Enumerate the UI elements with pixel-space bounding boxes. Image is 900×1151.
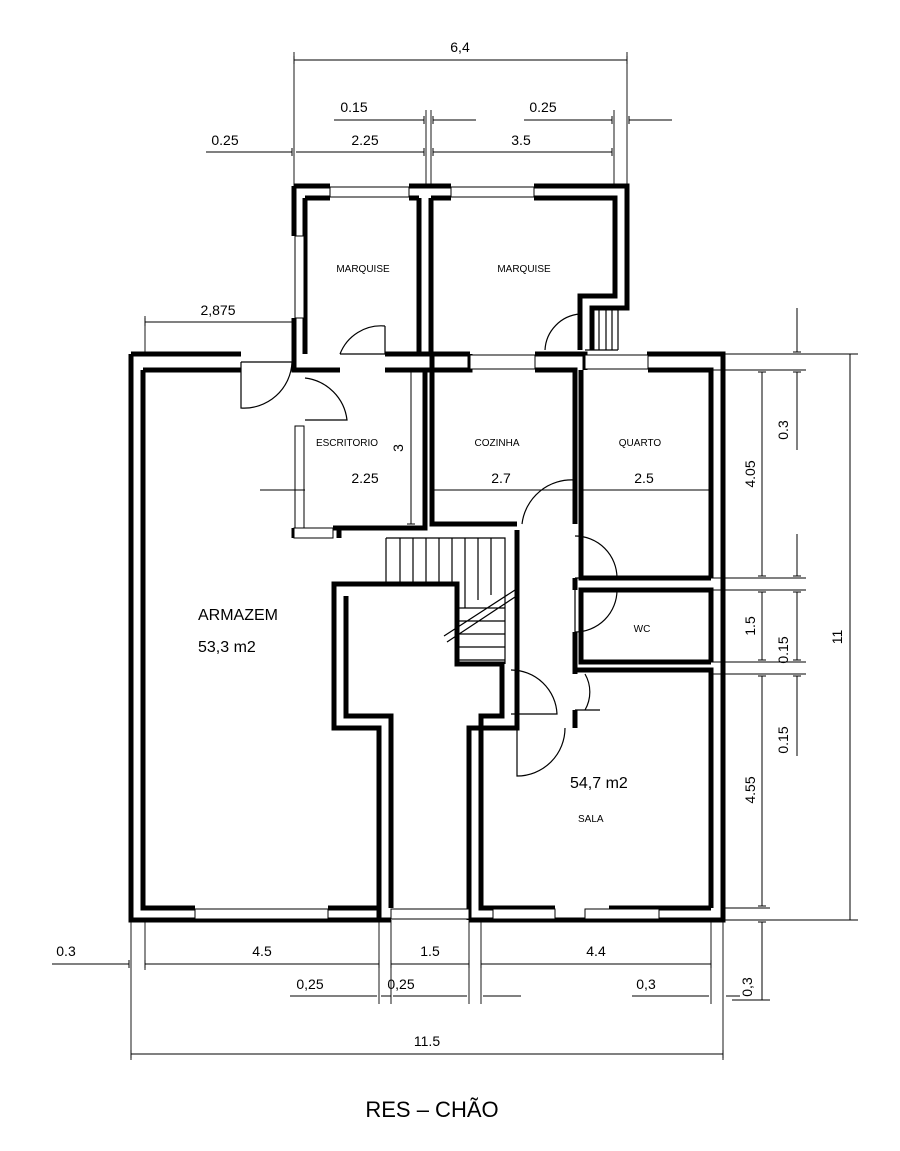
sala-top-wall [572, 667, 585, 728]
door-corridor [510, 669, 558, 715]
stairs-main [385, 537, 516, 664]
window-marquise-right [450, 186, 535, 198]
dim-text-4-55: 4.55 [742, 776, 758, 803]
dim-0-25-top-right [524, 116, 672, 124]
window-marquise-side [294, 235, 305, 319]
sala-right-wall [585, 667, 714, 911]
dim-text-bottom-0-3-right: 0,3 [636, 976, 656, 992]
dim-text-right-0-15-a: 0.15 [775, 636, 791, 663]
dim-text-escritorio-height: 3 [390, 444, 406, 452]
window-quarto [584, 354, 649, 370]
window-escritorio-side [294, 425, 305, 529]
dim-text-bottom-0-25-a: 0,25 [296, 976, 323, 992]
escritorio-bottom [291, 370, 517, 538]
room-armazem: ARMAZEM [198, 607, 278, 624]
dim-text-2-875: 2,875 [200, 302, 235, 318]
dim-text-0-15-top: 0.15 [340, 99, 367, 115]
outer-wall-bottom-right [469, 351, 726, 923]
dim-escritorio [260, 371, 415, 525]
dim-text-bottom-0-25-b: 0,25 [387, 976, 414, 992]
room-cozinha: COZINHA [475, 438, 520, 449]
dim-text-bottom-0-3-side: 0,3 [739, 977, 755, 997]
door-marquise [339, 325, 386, 355]
door-armazem [240, 361, 293, 409]
dim-text-right-0-3: 0.3 [775, 420, 791, 440]
room-marquise-right: MARQUISE [497, 264, 551, 275]
door-marquise-right [544, 313, 581, 351]
dim-text-3-5: 3.5 [511, 132, 531, 148]
stairs [385, 307, 619, 664]
dim-text-11: 11 [829, 630, 845, 645]
room-armazem-area: 53,3 m2 [198, 639, 256, 656]
dim-text-bottom-0-3-left: 0.3 [56, 943, 76, 959]
window-marquise-left [329, 186, 410, 198]
ext-lines-right [711, 353, 858, 1001]
dim-text-bottom-1-5: 1.5 [420, 943, 440, 959]
plan-title: RES – CHÃO [365, 1097, 498, 1122]
stairs-exterior [585, 307, 619, 351]
dim-text-2-25-top: 2.25 [351, 132, 378, 148]
dim-text-cozinha-width: 2.7 [491, 470, 511, 486]
wc-walls [572, 587, 714, 674]
doors [240, 313, 618, 777]
room-labels: MARQUISE MARQUISE ESCRITORIO COZINHA QUA… [198, 264, 661, 825]
window-cozinha [469, 354, 536, 370]
walls [128, 183, 726, 923]
dim-text-right-0-15-b: 0.15 [775, 726, 791, 753]
dim-text-11-5: 11.5 [414, 1033, 440, 1049]
window-sala-2 [584, 908, 660, 920]
door-escritorio [304, 377, 348, 421]
dimension-lines [52, 52, 858, 1060]
door-cozinha [521, 479, 576, 525]
dim-6-4 [293, 56, 628, 64]
dim-text-4-05: 4.05 [742, 460, 758, 487]
dim-4-05 [758, 371, 766, 577]
window-armazem [194, 908, 329, 920]
dim-row-top [206, 148, 613, 156]
room-marquise-left: MARQUISE [336, 264, 390, 275]
dim-right-1-5 [758, 591, 766, 661]
sala-left-wall [466, 725, 659, 920]
dim-text-escritorio-width: 2.25 [351, 470, 378, 486]
windows [194, 186, 660, 920]
dim-right-0-3 [793, 308, 801, 450]
room-sala: SALA [578, 814, 604, 825]
dim-11-5 [130, 1050, 724, 1058]
dimension-texts: 6,4 0.15 0.25 0.25 2.25 3.5 2,875 2.25 3… [56, 39, 845, 1049]
dim-11 [846, 353, 854, 921]
room-quarto: QUARTO [619, 438, 662, 449]
door-sala [516, 727, 566, 777]
corridor-block [343, 596, 394, 908]
door-wc [574, 589, 618, 633]
window-escritorio-bottom [293, 527, 334, 539]
room-sala-area: 54,7 m2 [570, 775, 628, 792]
dim-2-875 [144, 318, 293, 326]
dim-text-0-25-top-right: 0.25 [529, 99, 556, 115]
room-escritorio: ESCRITORIO [316, 438, 378, 449]
dim-text-right-1-5: 1.5 [742, 616, 758, 636]
dim-text-6-4: 6,4 [450, 39, 470, 55]
room-wc: WC [634, 624, 651, 635]
dim-text-0-25-top-left: 0.25 [211, 132, 238, 148]
door-quarto [574, 535, 618, 579]
dim-bottom-row-1 [144, 960, 712, 968]
dim-text-4-5: 4.5 [252, 943, 272, 959]
door-sala-top [575, 673, 600, 711]
dim-text-4-4: 4.4 [586, 943, 606, 959]
dim-bottom-0-3 [52, 960, 130, 968]
marquise-center-wall [409, 183, 451, 354]
dim-text-quarto-width: 2.5 [634, 470, 654, 486]
stair-block [454, 530, 520, 731]
ext-lines-top [144, 52, 628, 354]
dim-cozinha-quarto [431, 486, 710, 494]
marquise-left-walls [291, 183, 330, 354]
window-corridor [390, 908, 470, 920]
dim-right-0-3-bottom [758, 921, 766, 1000]
window-sala-1 [492, 908, 556, 920]
dim-right-0-15 [793, 534, 801, 756]
dim-4-55 [758, 675, 766, 907]
outer-wall-top-left [128, 351, 241, 920]
dim-0-15-top [334, 116, 476, 124]
